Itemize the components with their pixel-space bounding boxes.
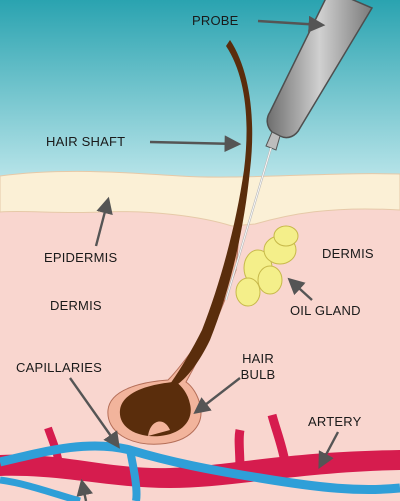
dermis-label-right: DERMIS bbox=[322, 246, 374, 261]
probe-instrument bbox=[224, 0, 374, 301]
oil-gland-label: OIL GLAND bbox=[290, 303, 361, 318]
hair-bulb-label-line1: HAIR bbox=[242, 351, 274, 366]
oil-gland-shape bbox=[235, 225, 299, 307]
probe-arrow bbox=[257, 15, 326, 33]
dermis-label-left: DERMIS bbox=[50, 298, 102, 313]
pointer-arrows bbox=[69, 15, 340, 501]
probe-label: PROBE bbox=[192, 13, 239, 28]
capillaries-arrow bbox=[69, 377, 120, 449]
hair-shaft-shape bbox=[170, 40, 253, 384]
hair-bulb-label-line2: BULB bbox=[240, 367, 276, 382]
hair-bulb-label: HAIR BULB bbox=[234, 351, 282, 383]
hair-bulb-arrow bbox=[193, 377, 241, 415]
vein-vessel bbox=[0, 441, 400, 495]
vein-branch-2 bbox=[0, 476, 81, 501]
vein-branch bbox=[126, 449, 141, 501]
oil-gland-arrow bbox=[287, 277, 313, 301]
epidermis-arrow bbox=[94, 196, 113, 247]
artery-branch-2 bbox=[267, 413, 290, 463]
artery-branch bbox=[234, 429, 245, 471]
vein-arrow bbox=[76, 478, 93, 501]
artery-label: ARTERY bbox=[308, 414, 362, 429]
capillaries-label: CAPILLARIES bbox=[16, 360, 103, 375]
hair-shaft-label: HAIR SHAFT bbox=[46, 134, 126, 149]
dermal-papilla bbox=[148, 421, 170, 436]
hair-shaft-arrow bbox=[149, 135, 242, 153]
epidermis-label: EPIDERMIS bbox=[44, 250, 118, 265]
artery-arrow bbox=[318, 431, 340, 469]
hair-bulb-shape bbox=[119, 382, 191, 437]
